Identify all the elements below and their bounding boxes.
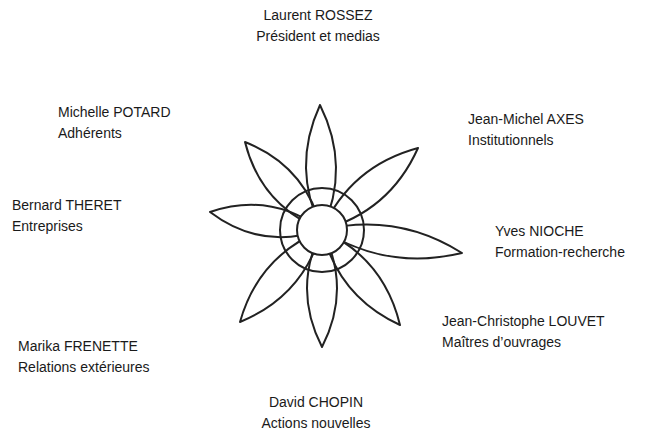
member-name: Laurent ROSSEZ bbox=[264, 6, 373, 24]
center-circle bbox=[297, 205, 347, 255]
member-role: Entreprises bbox=[12, 217, 83, 235]
member-role: Adhérents bbox=[58, 124, 122, 142]
member-name: Michelle POTARD bbox=[58, 103, 171, 121]
member-name: Bernard THERET bbox=[12, 196, 121, 214]
outer-ring bbox=[280, 188, 364, 272]
member-role: Formation-recherche bbox=[495, 243, 625, 261]
member-name: Marika FRENETTE bbox=[18, 337, 138, 355]
member-name: Jean-Michel AXES bbox=[468, 110, 584, 128]
member-name: Jean-Christophe LOUVET bbox=[442, 312, 605, 330]
member-name: David CHOPIN bbox=[269, 393, 363, 411]
member-role: Maîtres d’ouvrages bbox=[442, 333, 561, 351]
member-role: Relations extérieures bbox=[18, 358, 150, 376]
member-role: Actions nouvelles bbox=[262, 414, 371, 432]
member-role: Institutionnels bbox=[468, 131, 554, 149]
member-name: Yves NIOCHE bbox=[495, 222, 584, 240]
member-role: Président et medias bbox=[256, 27, 380, 45]
